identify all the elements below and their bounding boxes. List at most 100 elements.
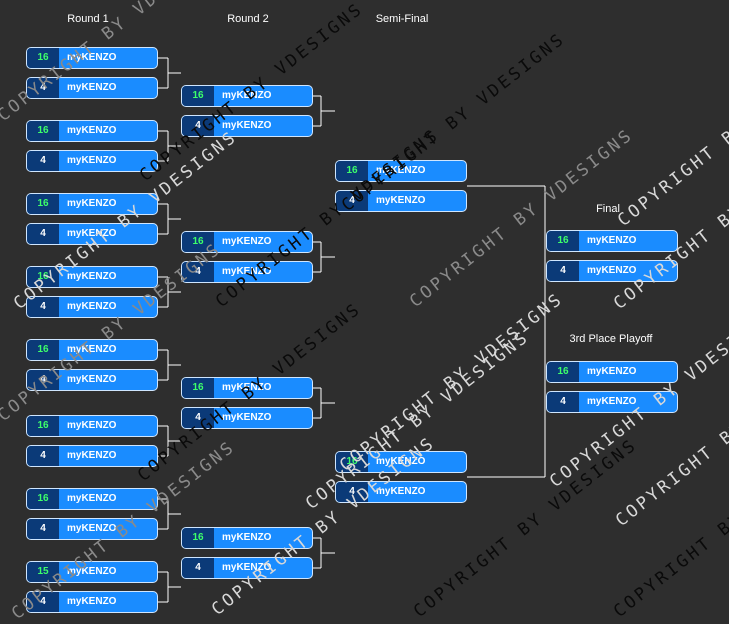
round2-match3-top[interactable]: 16 myKENZO (181, 377, 313, 399)
seed-number: 4 (27, 224, 59, 244)
round2-match2-bottom[interactable]: 4 myKENZO (181, 261, 313, 283)
round-2-header: Round 2 (227, 13, 269, 25)
seed-number: 4 (547, 392, 579, 412)
seed-number: 16 (27, 267, 59, 287)
team-name: myKENZO (67, 125, 117, 136)
round1-match1-bottom[interactable]: 4 myKENZO (26, 77, 158, 99)
round1-match8-top[interactable]: 15 myKENZO (26, 561, 158, 583)
team-name: myKENZO (67, 82, 117, 93)
seed-number: 4 (27, 151, 59, 171)
seed-number: 4 (27, 78, 59, 98)
seed-number: 4 (336, 482, 368, 502)
final-top[interactable]: 16 myKENZO (546, 230, 678, 252)
seed-number: 16 (27, 340, 59, 360)
semi-final-header: Semi-Final (375, 13, 429, 25)
team-name: myKENZO (67, 52, 117, 63)
seed-number: 16 (547, 231, 579, 251)
team-name: myKENZO (67, 450, 117, 461)
round1-match2-bottom[interactable]: 4 myKENZO (26, 150, 158, 172)
team-name: myKENZO (67, 155, 117, 166)
semifinal2-bottom[interactable]: 4 myKENZO (335, 481, 467, 503)
seed-number: 4 (27, 297, 59, 317)
seed-number: 4 (182, 558, 214, 578)
team-name: myKENZO (376, 165, 426, 176)
round1-match1-top[interactable]: 16 myKENZO (26, 47, 158, 69)
round2-match4-bottom[interactable]: 4 myKENZO (181, 557, 313, 579)
team-name: myKENZO (587, 265, 637, 276)
seed-number: 16 (27, 121, 59, 141)
team-name: myKENZO (222, 90, 272, 101)
final-bottom[interactable]: 4 myKENZO (546, 260, 678, 282)
seed-number: 4 (182, 408, 214, 428)
team-name: myKENZO (67, 566, 117, 577)
seed-number: 16 (336, 161, 368, 181)
team-name: myKENZO (67, 344, 117, 355)
round1-match6-bottom[interactable]: 4 myKENZO (26, 445, 158, 467)
round2-match1-bottom[interactable]: 4 myKENZO (181, 115, 313, 137)
team-name: myKENZO (376, 456, 426, 467)
round1-match4-top[interactable]: 16 myKENZO (26, 266, 158, 288)
team-name: myKENZO (376, 486, 426, 497)
team-name: myKENZO (67, 271, 117, 282)
seed-number: 16 (336, 452, 368, 472)
seed-number: 4 (336, 191, 368, 211)
semifinal1-bottom[interactable]: 4 myKENZO (335, 190, 467, 212)
seed-number: 16 (182, 378, 214, 398)
semifinal2-top[interactable]: 16 myKENZO (335, 451, 467, 473)
third-place-header: 3rd Place Playoff (569, 333, 653, 345)
round1-match3-top[interactable]: 16 myKENZO (26, 193, 158, 215)
round1-match3-bottom[interactable]: 4 myKENZO (26, 223, 158, 245)
round2-match1-top[interactable]: 16 myKENZO (181, 85, 313, 107)
team-name: myKENZO (587, 396, 637, 407)
round1-match5-top[interactable]: 16 myKENZO (26, 339, 158, 361)
team-name: myKENZO (222, 236, 272, 247)
team-name: myKENZO (587, 366, 637, 377)
seed-number: 4 (27, 592, 59, 612)
team-name: myKENZO (222, 382, 272, 393)
seed-number: 4 (182, 116, 214, 136)
seed-number: 16 (182, 232, 214, 252)
seed-number: 4 (182, 262, 214, 282)
team-name: myKENZO (67, 228, 117, 239)
seed-number: 16 (27, 489, 59, 509)
round1-match7-bottom[interactable]: 4 myKENZO (26, 518, 158, 540)
final-header: Final (596, 203, 620, 215)
round1-match2-top[interactable]: 16 myKENZO (26, 120, 158, 142)
seed-number: 16 (27, 48, 59, 68)
seed-number: 4 (27, 370, 59, 390)
team-name: myKENZO (376, 195, 426, 206)
round1-match5-bottom[interactable]: 4 myKENZO (26, 369, 158, 391)
team-name: myKENZO (67, 523, 117, 534)
round1-match6-top[interactable]: 16 myKENZO (26, 415, 158, 437)
round2-match2-top[interactable]: 16 myKENZO (181, 231, 313, 253)
seed-number: 4 (547, 261, 579, 281)
seed-number: 16 (182, 528, 214, 548)
team-name: myKENZO (67, 374, 117, 385)
team-name: myKENZO (67, 301, 117, 312)
team-name: myKENZO (67, 420, 117, 431)
seed-number: 4 (27, 519, 59, 539)
team-name: myKENZO (222, 412, 272, 423)
team-name: myKENZO (587, 235, 637, 246)
seed-number: 16 (182, 86, 214, 106)
third-place-top[interactable]: 16 myKENZO (546, 361, 678, 383)
team-name: myKENZO (222, 562, 272, 573)
seed-number: 16 (547, 362, 579, 382)
round1-match4-bottom[interactable]: 4 myKENZO (26, 296, 158, 318)
third-place-bottom[interactable]: 4 myKENZO (546, 391, 678, 413)
team-name: myKENZO (67, 493, 117, 504)
round2-match3-bottom[interactable]: 4 myKENZO (181, 407, 313, 429)
seed-number: 15 (27, 562, 59, 582)
seed-number: 16 (27, 416, 59, 436)
round1-match7-top[interactable]: 16 myKENZO (26, 488, 158, 510)
team-name: myKENZO (222, 120, 272, 131)
seed-number: 16 (27, 194, 59, 214)
semifinal1-top[interactable]: 16 myKENZO (335, 160, 467, 182)
team-name: myKENZO (67, 198, 117, 209)
team-name: myKENZO (222, 266, 272, 277)
seed-number: 4 (27, 446, 59, 466)
